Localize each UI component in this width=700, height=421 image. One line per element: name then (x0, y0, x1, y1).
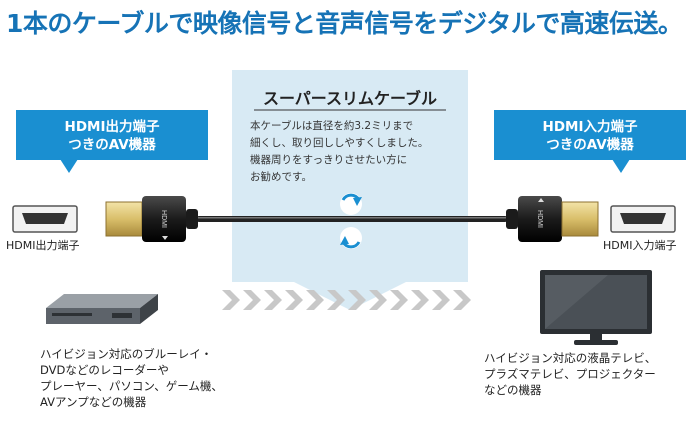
display-devices-caption: ハイビジョン対応の液晶テレビ、 プラズマテレビ、プロジェクター などの機器 (484, 350, 694, 398)
caption-line: などの機器 (484, 383, 542, 397)
page-headline: 1本のケーブルで映像信号と音声信号をデジタルで高速伝送。 (6, 9, 683, 38)
bend-arrows-icon (340, 193, 362, 249)
hdmi-plug-icon: HDMI (536, 198, 544, 228)
caption-line: AVアンプなどの機器 (40, 395, 147, 409)
caption-line: プラズマテレビ、プロジェクター (484, 367, 656, 381)
description-line: 細くし、取り回ししやすくしました。 (250, 137, 429, 149)
caption-line: プレーヤー、パソコン、ゲーム機、 (40, 379, 223, 393)
tv-monitor-icon (540, 270, 652, 345)
flow-chevrons-icon (222, 290, 471, 310)
input-callout-line2: つきのAV機器 (546, 137, 634, 153)
description-line: 本ケーブルは直径を約3.2ミリまで (250, 120, 414, 132)
slim-cable-title: スーパースリムケーブル (262, 89, 438, 108)
output-device-callout: HDMI出力端子 つきのAV機器 (16, 110, 208, 160)
hdmi-plug-icon: HDMI (160, 210, 168, 240)
hdmi-cable (105, 196, 599, 242)
output-callout-line2: つきのAV機器 (68, 137, 156, 153)
recorder-device-icon (46, 294, 158, 324)
caption-line: DVDなどのレコーダーや (40, 363, 169, 377)
slim-cable-description: 本ケーブルは直径を約3.2ミリまで 細くし、取り回ししやすくしました。 機器周り… (250, 118, 455, 186)
right-plug-text: HDMI (536, 210, 543, 228)
caption-line: ハイビジョン対応の液晶テレビ、 (484, 351, 657, 365)
left-plug-text: HDMI (160, 210, 167, 228)
hdmi-port-icon (12, 205, 78, 233)
input-callout-tail (612, 159, 630, 173)
input-callout-line1: HDMI入力端子 (542, 119, 638, 135)
input-port-label: HDMI入力端子 (603, 239, 677, 252)
description-line: お勧めです。 (250, 171, 312, 183)
description-line: 機器周りをすっきりさせたい方に (250, 154, 408, 166)
slim-cable-callout-tail (290, 280, 410, 310)
input-device-callout: HDMI入力端子 つきのAV機器 (494, 110, 686, 160)
output-port-label: HDMI出力端子 (6, 239, 80, 252)
hdmi-port-icon (610, 205, 676, 233)
output-callout-line1: HDMI出力端子 (64, 119, 160, 135)
output-callout-tail (60, 159, 78, 173)
title-divider (254, 109, 446, 111)
source-devices-caption: ハイビジョン対応のブルーレイ・ DVDなどのレコーダーや プレーヤー、パソコン、… (40, 346, 240, 410)
caption-line: ハイビジョン対応のブルーレイ・ (40, 347, 213, 361)
